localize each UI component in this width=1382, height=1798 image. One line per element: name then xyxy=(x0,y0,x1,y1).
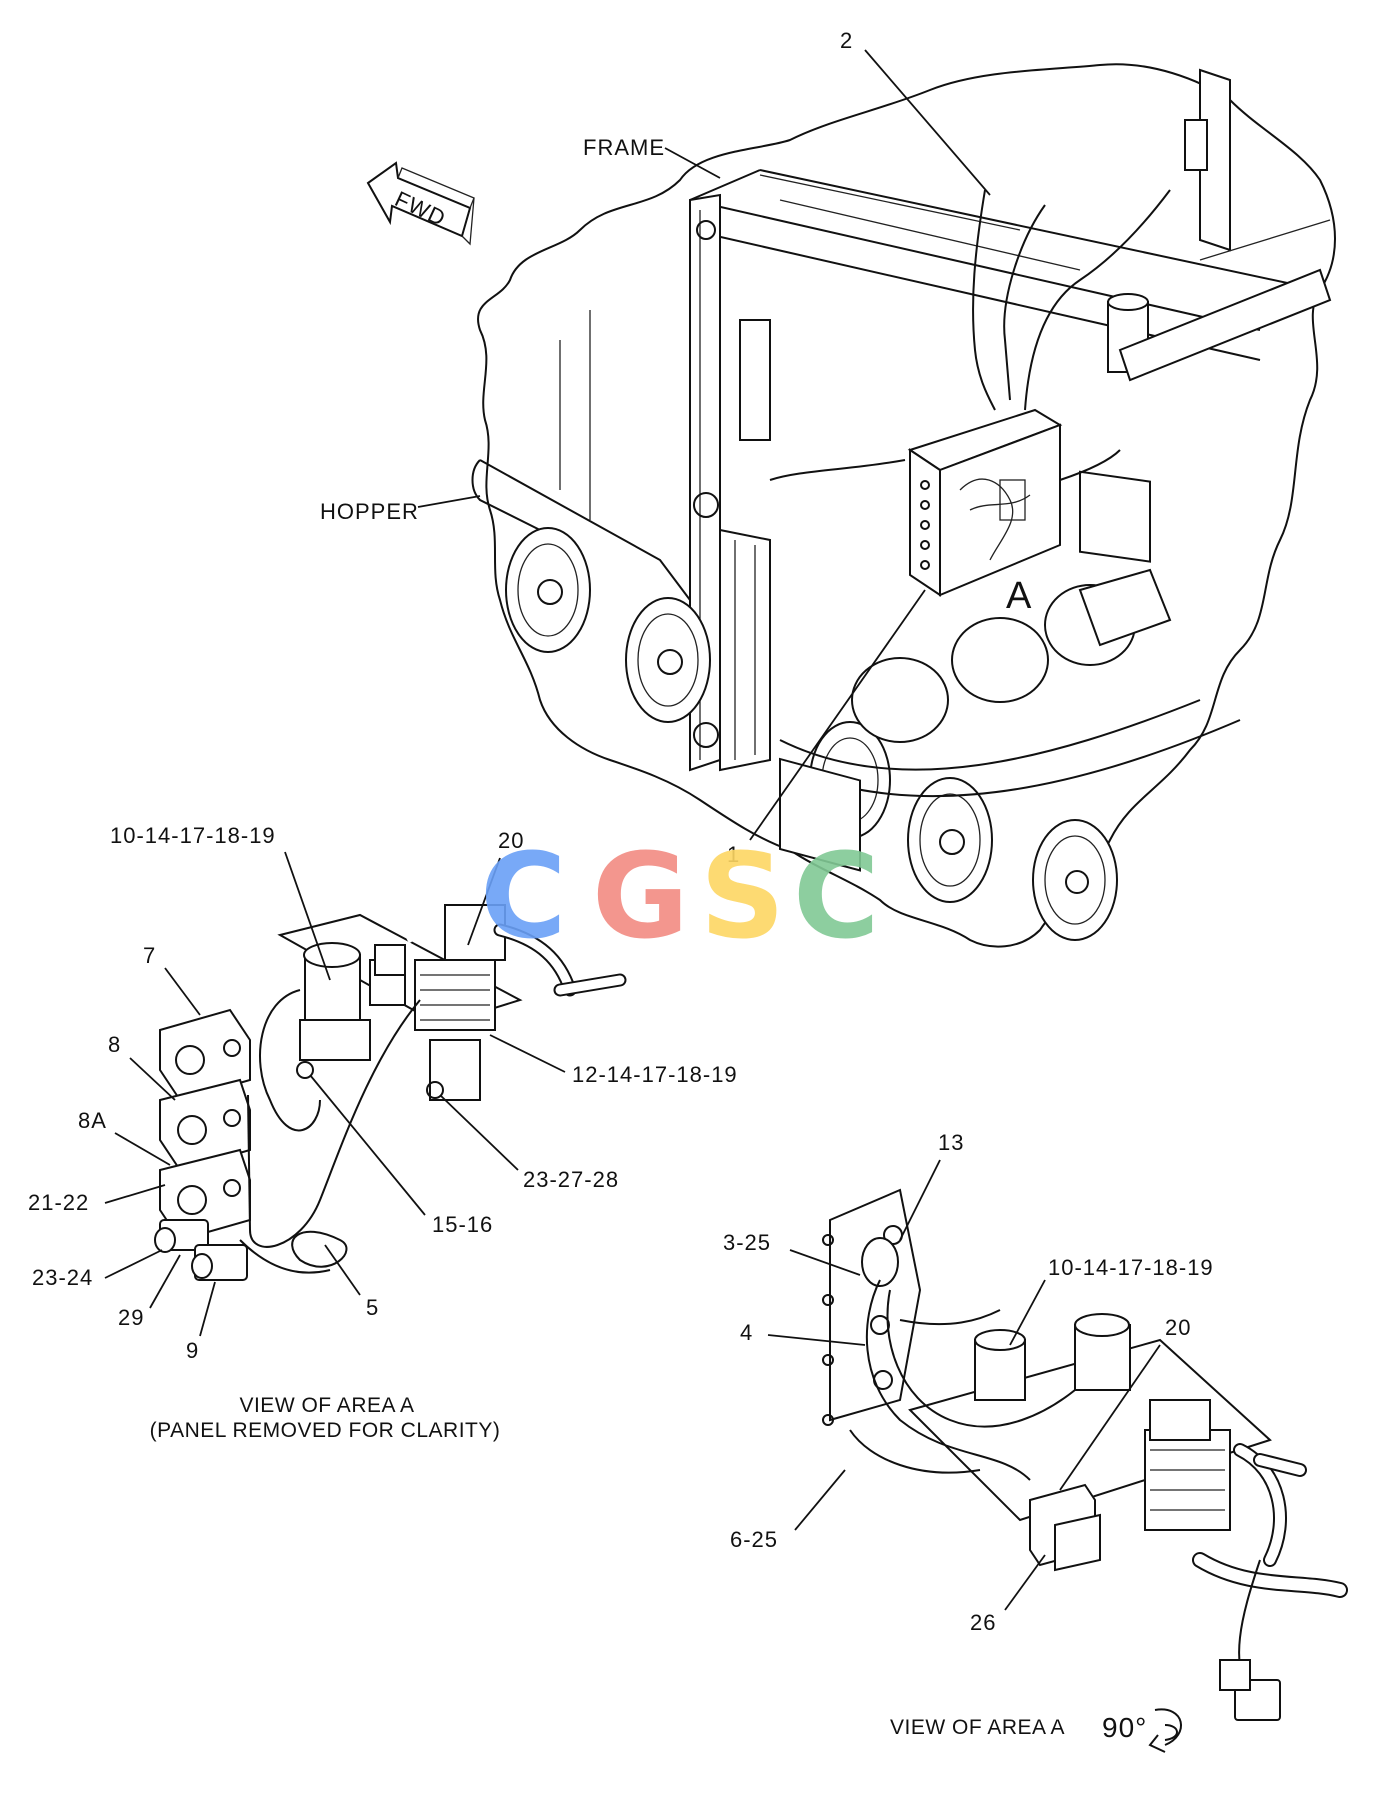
callout-left-5: 5 xyxy=(366,1295,379,1320)
watermark-letter: S xyxy=(700,827,785,965)
fwd-arrow-icon: FWD xyxy=(366,161,475,246)
detail-view-left: 10-14-17-18-19 20 7 8 8A 21-22 23-24 29 … xyxy=(28,823,738,1442)
machine-main-view: A HOPPER FRAME 2 1 xyxy=(320,28,1336,948)
callout-left-12-14-17-18-19: 12-14-17-18-19 xyxy=(572,1062,738,1087)
callout-right-4: 4 xyxy=(740,1320,753,1345)
left-view-caption: VIEW OF AREA A xyxy=(239,1394,414,1417)
watermark-letter: C xyxy=(480,827,567,965)
callout-left-7: 7 xyxy=(143,943,156,968)
callout-right-10-14-17-18-19: 10-14-17-18-19 xyxy=(1048,1255,1214,1280)
callout-right-20: 20 xyxy=(1165,1315,1191,1340)
valve-block xyxy=(159,1078,251,1172)
area-a-marker: A xyxy=(1006,575,1032,617)
watermark-letter: G xyxy=(592,827,689,965)
detail-view-right: 13 3-25 10-14-17-18-19 4 20 6-25 26 VIEW… xyxy=(723,1130,1348,1753)
relay-box xyxy=(1029,1483,1101,1572)
control-box xyxy=(907,408,1063,597)
hopper-label: HOPPER xyxy=(320,499,419,524)
cgsc-watermark: C G S C xyxy=(480,827,880,965)
callout-right-13: 13 xyxy=(938,1130,964,1155)
callout-left-29: 29 xyxy=(118,1305,144,1330)
wheel-icon xyxy=(907,777,993,903)
right-view-caption: VIEW OF AREA A xyxy=(890,1716,1065,1739)
callout-left-15-16: 15-16 xyxy=(432,1212,493,1237)
callout-right-6-25: 6-25 xyxy=(730,1527,778,1552)
frame-label: FRAME xyxy=(583,135,665,160)
item-1-label: 1 xyxy=(727,842,740,867)
callout-left-8a: 8A xyxy=(78,1108,107,1133)
wheel-icon xyxy=(505,527,591,653)
callout-right-3-25: 3-25 xyxy=(723,1230,771,1255)
left-view-subcaption: (PANEL REMOVED FOR CLARITY) xyxy=(150,1419,501,1442)
callout-left-9: 9 xyxy=(186,1338,199,1363)
callout-left-10-14-17-18-19: 10-14-17-18-19 xyxy=(110,823,276,848)
solenoid-coil xyxy=(1074,1313,1131,1391)
callout-left-23-24: 23-24 xyxy=(32,1265,93,1290)
solenoid-coil xyxy=(974,1329,1026,1401)
wheel-icon xyxy=(1032,819,1118,941)
item-2-label: 2 xyxy=(840,28,853,53)
rotate-arrow-icon xyxy=(1148,1708,1182,1753)
solenoid-coil xyxy=(299,942,371,1061)
rotation-label: 90° xyxy=(1102,1712,1147,1743)
callout-left-8: 8 xyxy=(108,1032,121,1057)
callout-left-21-22: 21-22 xyxy=(28,1190,89,1215)
callout-left-23-27-28: 23-27-28 xyxy=(523,1167,619,1192)
callout-left-20: 20 xyxy=(498,828,524,853)
callout-right-26: 26 xyxy=(970,1610,996,1635)
watermark-letter: C xyxy=(793,827,880,965)
valve-block xyxy=(159,1008,251,1102)
wheel-icon xyxy=(625,597,711,723)
